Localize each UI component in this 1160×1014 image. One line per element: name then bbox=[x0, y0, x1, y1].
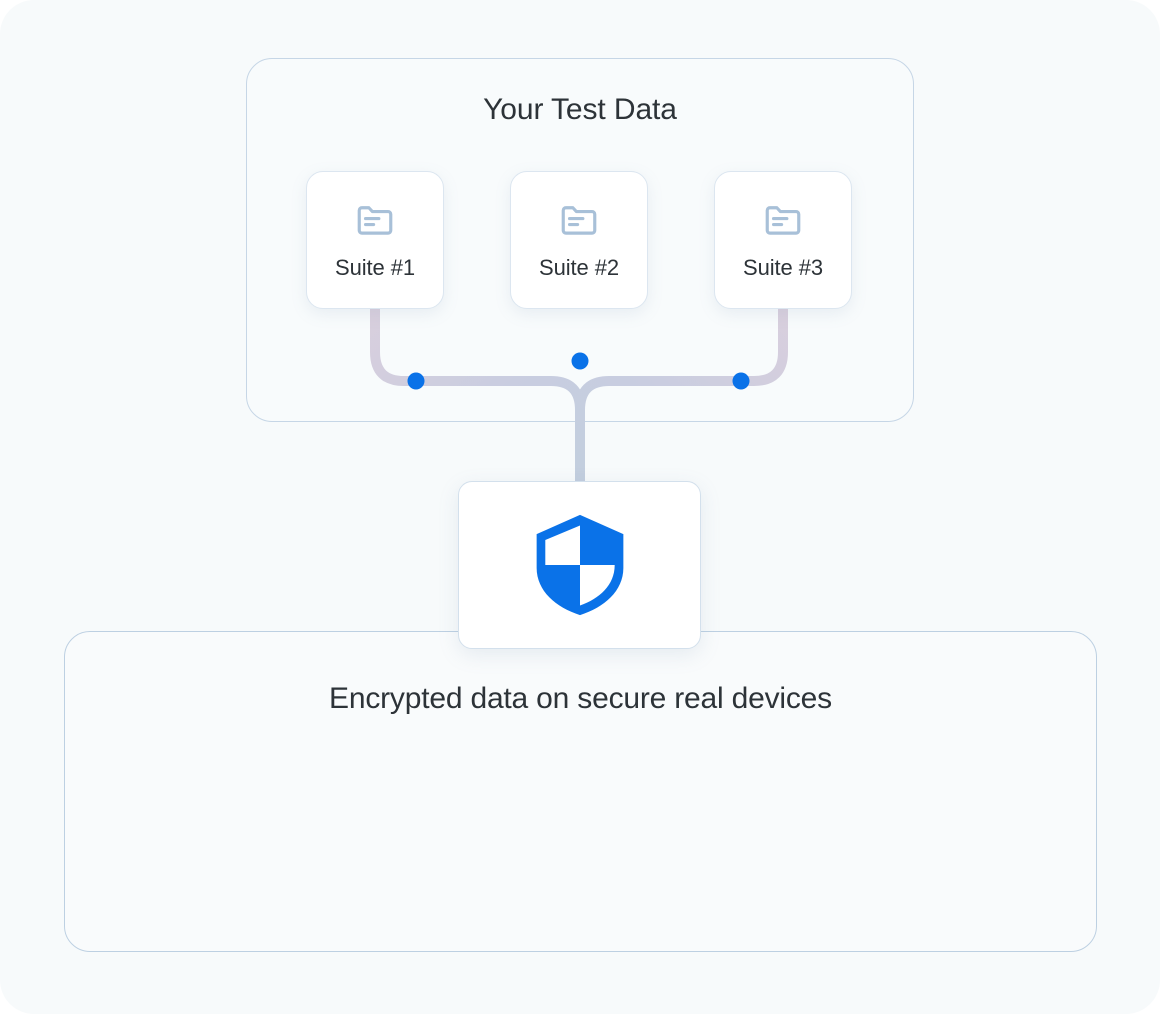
section-title: Encrypted data on secure real devices bbox=[329, 682, 832, 715]
suite-card-2[interactable]: Suite #2 bbox=[510, 171, 648, 309]
folder-document-icon bbox=[765, 206, 801, 235]
page-title: Your Test Data bbox=[483, 93, 677, 126]
suite-label: Suite #2 bbox=[539, 255, 619, 280]
suite-label: Suite #3 bbox=[743, 255, 823, 280]
shield-icon bbox=[536, 514, 623, 616]
suite-card-1[interactable]: Suite #1 bbox=[306, 171, 444, 309]
encryption-shield-card[interactable] bbox=[458, 481, 701, 649]
suite-card-3[interactable]: Suite #3 bbox=[714, 171, 852, 309]
secure-devices-panel: Encrypted data on secure real devices bbox=[64, 631, 1097, 952]
folder-document-icon bbox=[357, 206, 393, 235]
folder-document-icon bbox=[561, 206, 597, 235]
suite-label: Suite #1 bbox=[335, 255, 415, 280]
